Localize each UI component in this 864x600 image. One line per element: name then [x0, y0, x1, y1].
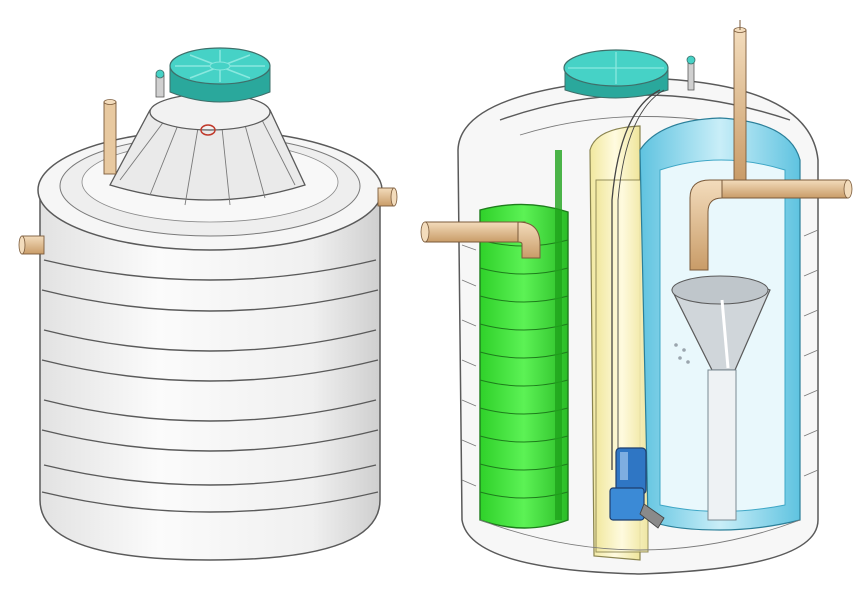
outlet-pipe-icon: [689, 179, 853, 271]
tank-body: [39, 189, 381, 561]
outlet-pipe-icon: [377, 187, 398, 207]
ribbed-shell-icon: [41, 259, 379, 513]
lid-icon: [169, 47, 271, 103]
pump-icon: [609, 447, 665, 529]
cutaway-tank: [420, 20, 853, 575]
exterior-tank: [18, 47, 398, 561]
fitting-icon: [155, 69, 216, 136]
lid-icon: [563, 49, 669, 99]
clarifier-cone-icon: [639, 117, 801, 531]
fitting-icon: [611, 55, 696, 470]
vent-pipe-icon: [103, 99, 117, 175]
filter-column-icon: [479, 150, 569, 529]
vent-pipe-icon: [733, 20, 747, 181]
shell-ribs: [461, 229, 819, 487]
inlet-pipe-icon: [18, 235, 45, 255]
inlet-pipe-icon: [420, 221, 541, 259]
access-riser: [109, 93, 306, 206]
